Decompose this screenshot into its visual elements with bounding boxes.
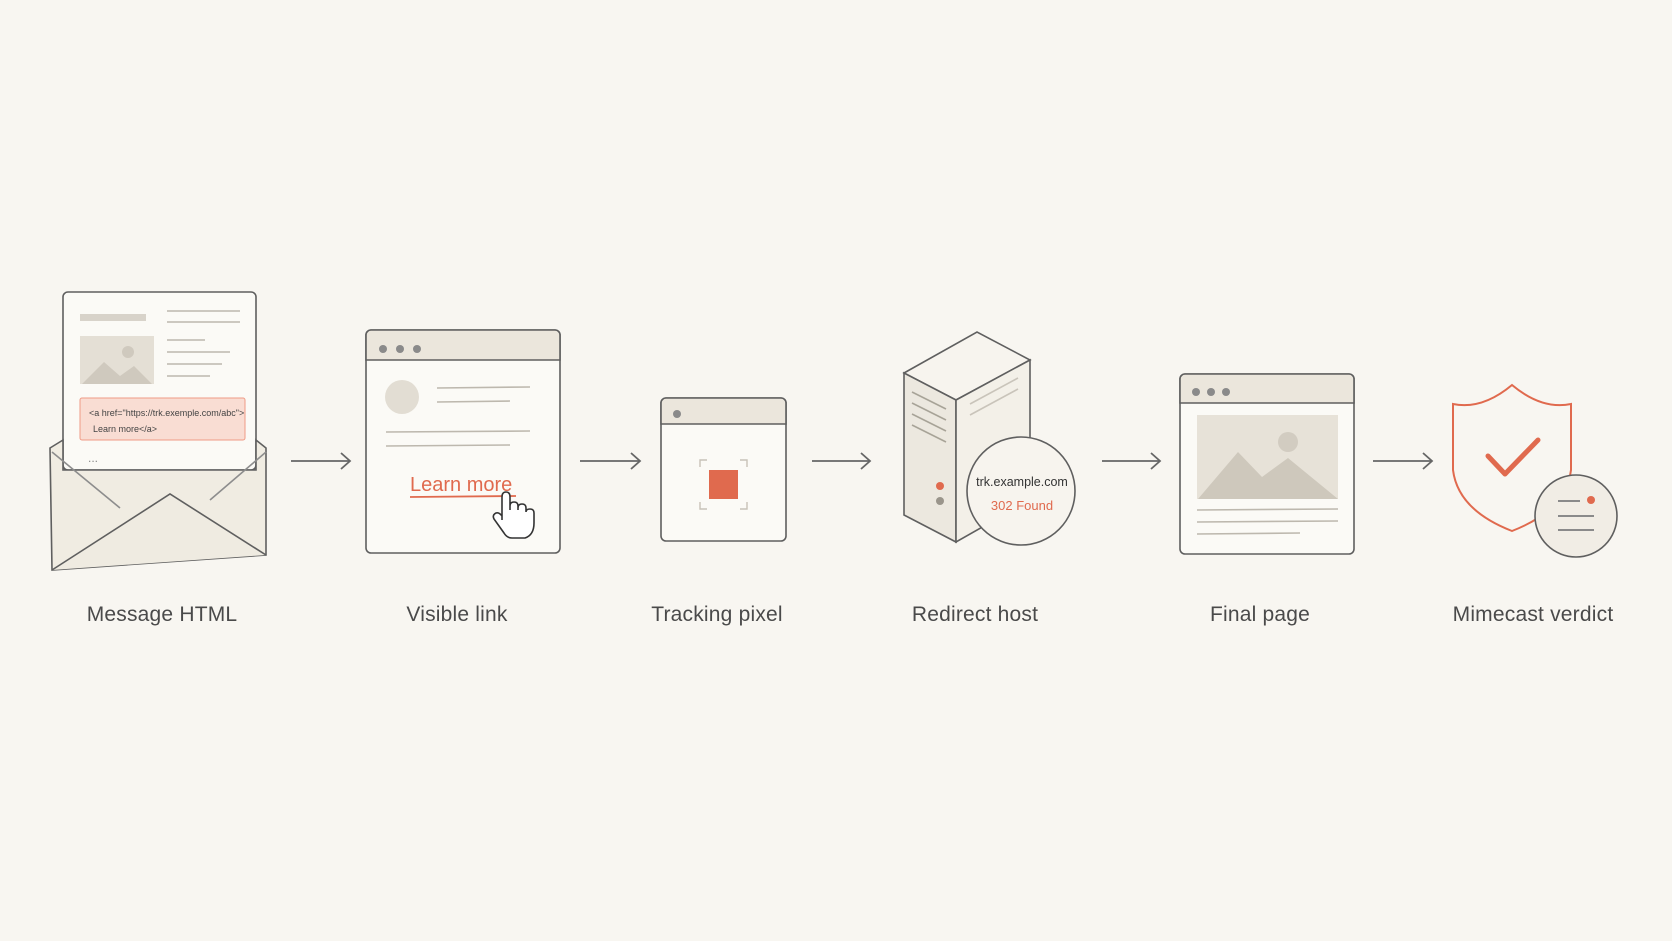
server-icon: trk.example.com 302 Found xyxy=(902,331,1076,546)
shield-check-icon xyxy=(1452,383,1618,558)
code-line-2: Learn more</a> xyxy=(93,424,157,434)
step-label-final-page: Final page xyxy=(1209,603,1311,626)
step-label-mimecast-verdict: Mimecast verdict xyxy=(1452,603,1614,626)
step-label-message-html: Message HTML xyxy=(86,603,238,626)
step-label-redirect-host: Redirect host xyxy=(911,603,1039,626)
step-label-visible-link: Visible link xyxy=(406,603,508,626)
learn-more-link: Learn more xyxy=(410,474,512,496)
browser-link-icon: Learn more xyxy=(365,329,561,554)
redirect-host-name: trk.example.com xyxy=(976,475,1068,489)
hand-cursor-icon xyxy=(492,491,535,539)
code-line-1: <a href="https://trk.exemple.com/abc"> xyxy=(89,408,244,418)
browser-page-icon xyxy=(1179,373,1355,555)
email-envelope-icon: <a href="https://trk.exemple.com/abc"> L… xyxy=(49,291,267,571)
tracking-pixel-icon xyxy=(660,397,787,542)
ellipsis: ... xyxy=(88,451,98,465)
flow-arrows xyxy=(291,452,1434,470)
redirect-status: 302 Found xyxy=(991,498,1053,513)
step-label-tracking-pixel: Tracking pixel xyxy=(651,603,783,626)
